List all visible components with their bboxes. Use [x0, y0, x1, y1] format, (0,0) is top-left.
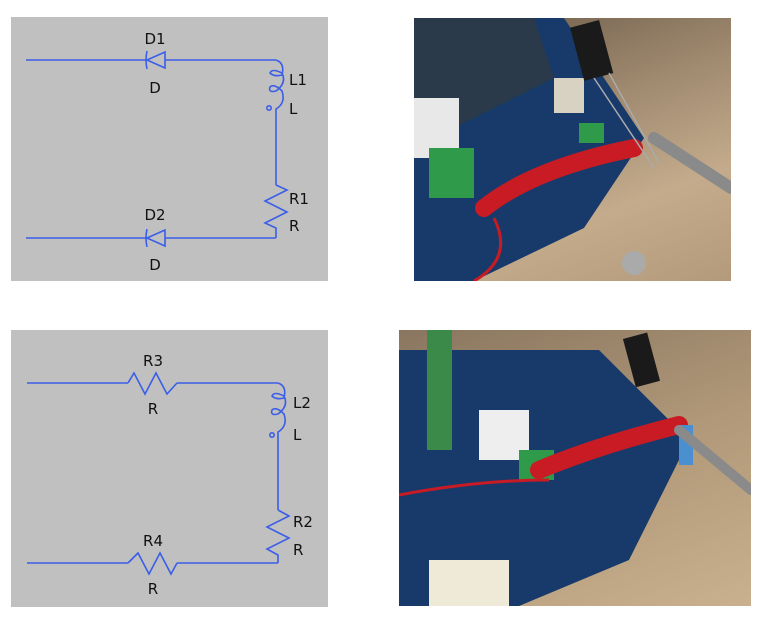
r2-ref: R2 [293, 513, 313, 531]
r4-value: R [148, 580, 158, 598]
inductor-l2 [268, 382, 287, 510]
d2-value: D [149, 256, 161, 274]
l2-ref: L2 [293, 394, 311, 412]
schematic-resistor-circuit: R3 R L2 L R2 R R4 R [11, 330, 328, 607]
resistor-r4 [127, 551, 178, 576]
d2-ref: D2 [144, 206, 165, 224]
diode-d2 [145, 228, 166, 248]
inductor-l1 [265, 59, 285, 185]
photo-resistor-test-setup [399, 330, 751, 606]
schematic-diode-circuit: D1 D L1 L R1 R D2 D [11, 17, 328, 281]
resistor-r2 [265, 509, 291, 563]
diode-d1 [145, 50, 166, 70]
l2-value: L [293, 426, 302, 444]
r1-ref: R1 [289, 190, 309, 208]
resistor-r3 [127, 371, 178, 396]
d1-value: D [149, 79, 161, 97]
resistor-r1 [263, 184, 289, 238]
l1-ref: L1 [289, 71, 307, 89]
l1-value: L [289, 100, 298, 118]
r3-ref: R3 [143, 352, 163, 370]
r2-value: R [293, 541, 303, 559]
r1-value: R [289, 217, 299, 235]
d1-ref: D1 [144, 30, 165, 48]
photo-diode-test-setup [414, 18, 731, 281]
r4-ref: R4 [143, 532, 163, 550]
r3-value: R [148, 400, 158, 418]
